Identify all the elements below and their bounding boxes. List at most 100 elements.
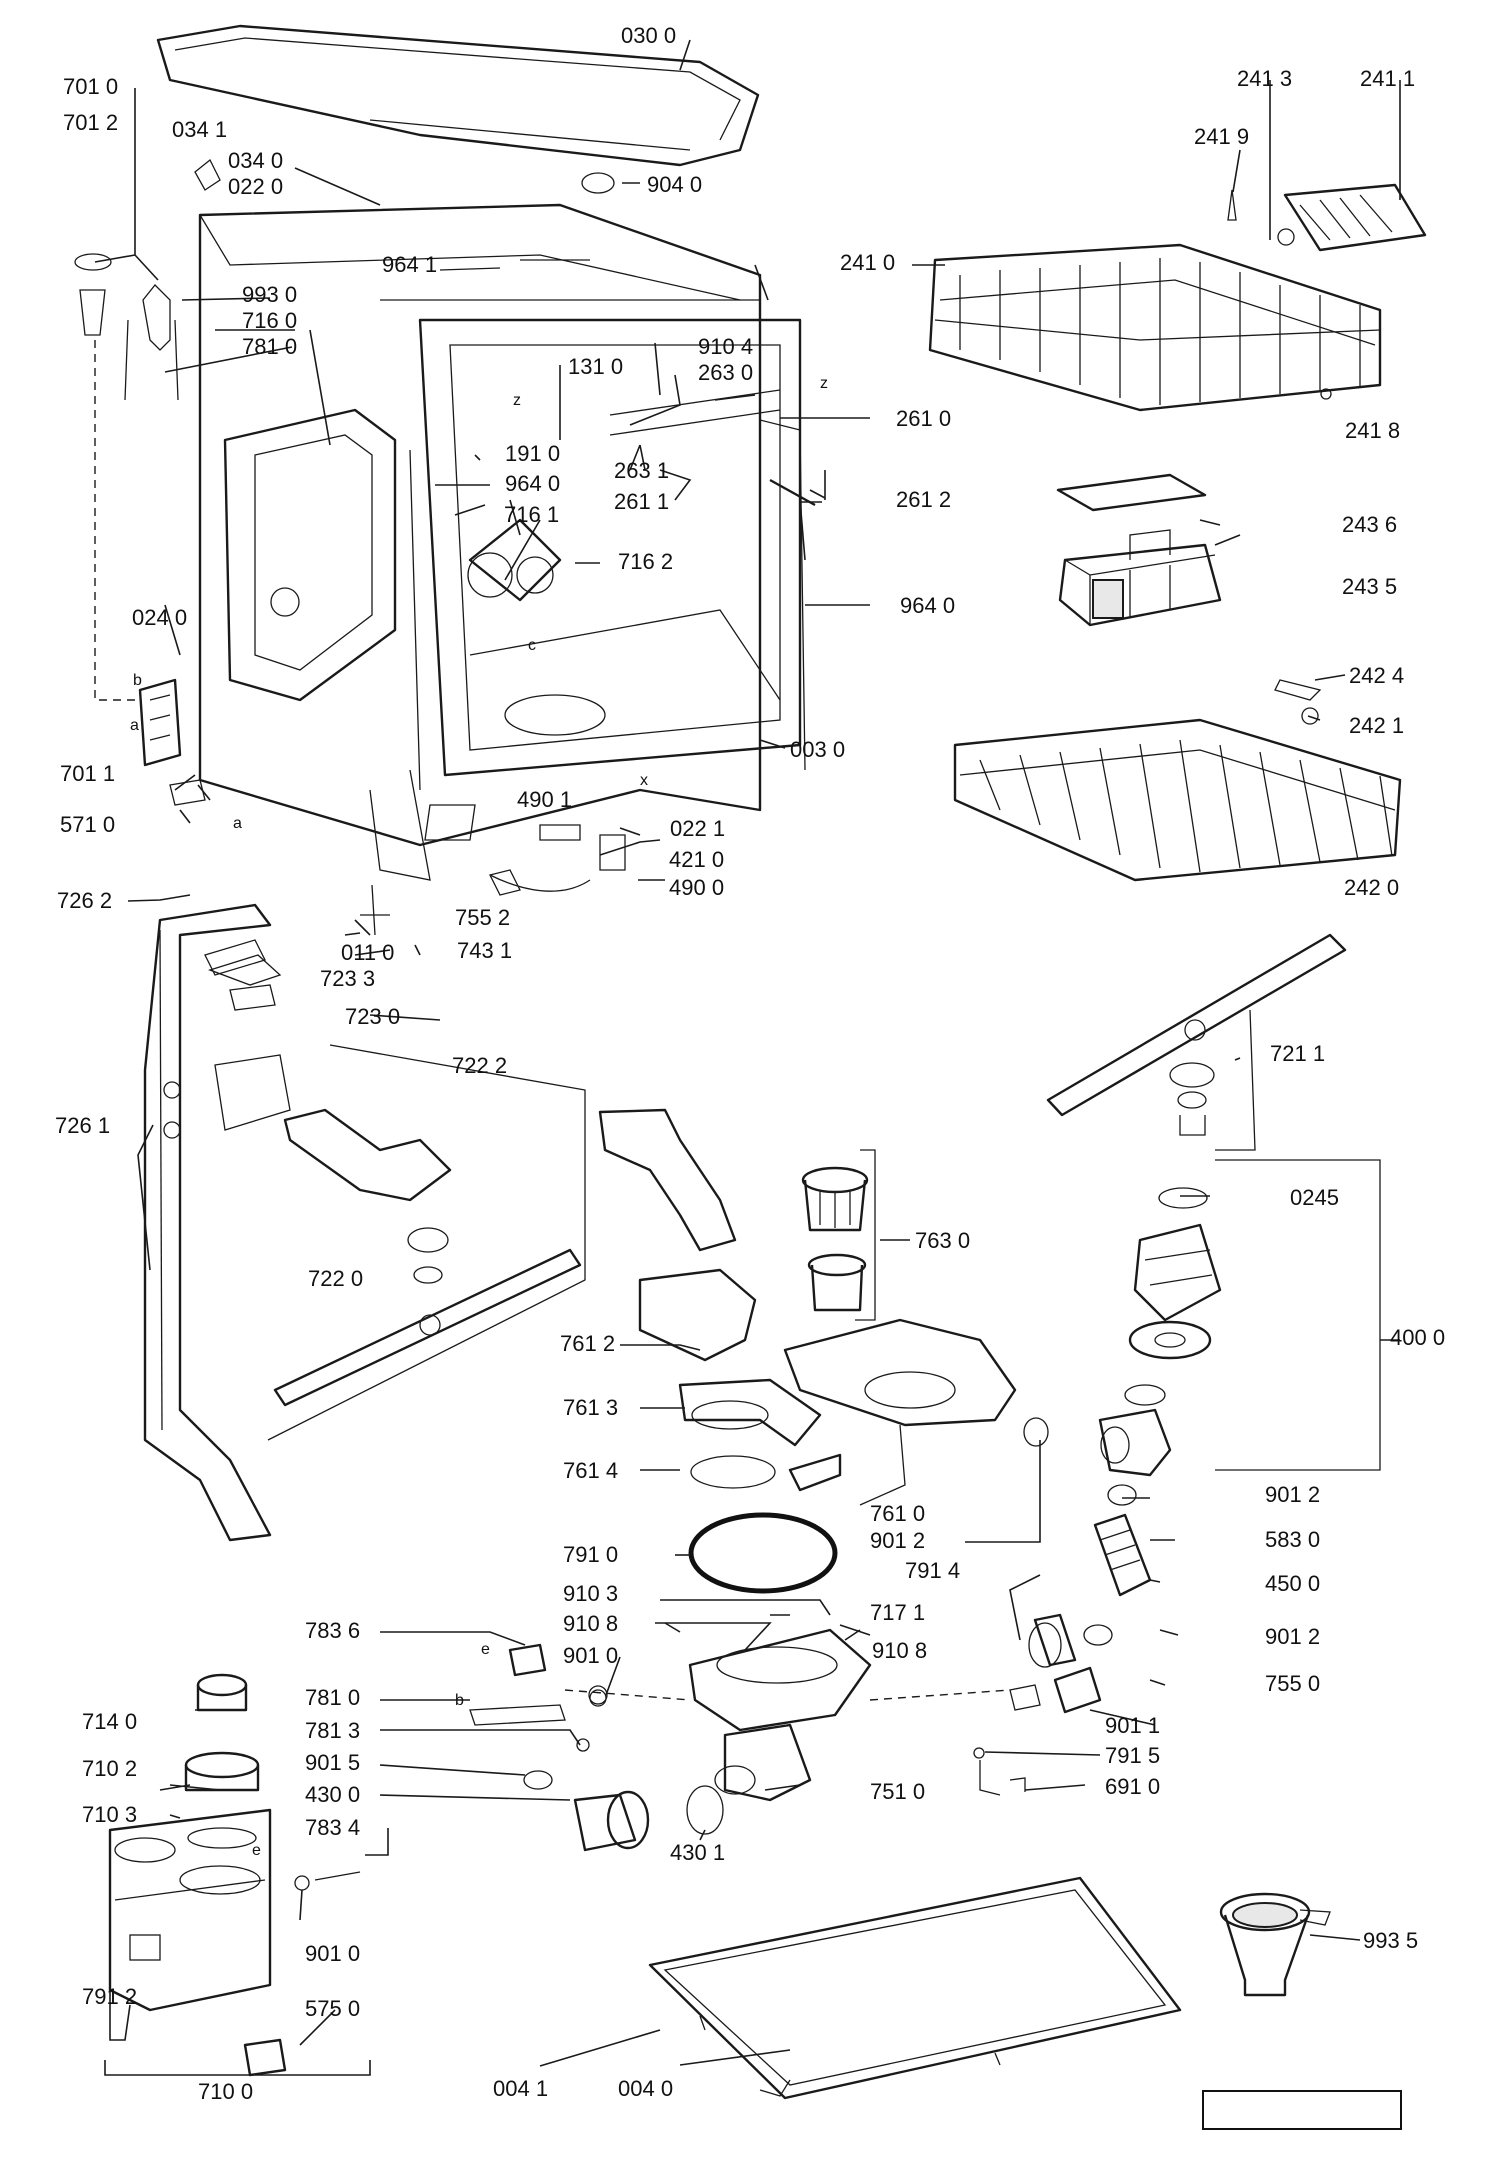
part-label: 571 0 xyxy=(60,812,116,837)
leader-lines xyxy=(94,39,1401,2076)
part-label: 761 3 xyxy=(563,1395,619,1420)
part-label: 763 0 xyxy=(915,1228,971,1253)
part-label: 723 0 xyxy=(345,1004,401,1029)
part-code-box xyxy=(1202,2090,1402,2130)
top-lid xyxy=(156,24,760,167)
part-label: 791 2 xyxy=(82,1984,138,2009)
part-label: 722 0 xyxy=(308,1266,364,1291)
part-label: 241 1 xyxy=(1360,66,1416,91)
part-label: 030 0 xyxy=(621,23,677,48)
part-label: 243 6 xyxy=(1342,512,1398,537)
reference-letters: z z c x b a a b e e xyxy=(130,375,828,1859)
part-label: 993 0 xyxy=(242,282,298,307)
part-label: 964 0 xyxy=(505,471,561,496)
part-label: 901 1 xyxy=(1105,1713,1161,1738)
letter-x: x xyxy=(640,772,648,789)
part-label: 781 3 xyxy=(305,1718,361,1743)
part-label: 901 2 xyxy=(1265,1624,1321,1649)
part-label: 430 0 xyxy=(305,1782,361,1807)
part-label: 901 0 xyxy=(305,1941,361,1966)
part-label: 761 4 xyxy=(563,1458,619,1483)
part-label: 034 1 xyxy=(172,117,228,142)
part-label: 910 8 xyxy=(563,1611,619,1636)
part-label: 904 0 xyxy=(647,172,703,197)
part-label: 710 3 xyxy=(82,1802,138,1827)
letter-a-2: a xyxy=(233,815,242,832)
part-label: 716 2 xyxy=(618,549,674,574)
filter-assembly xyxy=(783,1149,1017,1506)
part-label: 261 2 xyxy=(896,487,952,512)
part-label: 721 1 xyxy=(1270,1041,1326,1066)
part-label: 910 3 xyxy=(563,1581,619,1606)
part-label: 575 0 xyxy=(305,1996,361,2021)
part-label: 242 0 xyxy=(1344,875,1400,900)
part-label: 011 0 xyxy=(341,940,395,965)
part-label: 034 0 xyxy=(228,148,284,173)
base-tray xyxy=(648,1876,1182,2100)
salt-funnel xyxy=(1219,1892,1331,1997)
cutlery-basket xyxy=(1056,473,1222,627)
part-label: 421 0 xyxy=(669,847,725,872)
part-label: 191 0 xyxy=(505,441,561,466)
part-label: 261 0 xyxy=(896,406,952,431)
part-label: 241 8 xyxy=(1345,418,1401,443)
part-label: 583 0 xyxy=(1265,1527,1321,1552)
part-label: 003 0 xyxy=(790,737,846,762)
part-label: 723 3 xyxy=(320,966,376,991)
part-label: 783 6 xyxy=(305,1618,361,1643)
part-label: 710 0 xyxy=(198,2079,254,2104)
part-label: 490 0 xyxy=(669,875,725,900)
part-label: 964 1 xyxy=(382,252,438,277)
lower-rack xyxy=(953,679,1402,882)
sump-pan xyxy=(564,1628,1011,1835)
part-label: 901 5 xyxy=(305,1750,361,1775)
part-label: 430 1 xyxy=(670,1840,726,1865)
upper-spray-arm xyxy=(1046,933,1347,1151)
part-label: 726 2 xyxy=(57,888,113,913)
part-label: 450 0 xyxy=(1265,1571,1321,1596)
part-label: 743 1 xyxy=(457,938,513,963)
part-label: 004 0 xyxy=(618,2076,674,2101)
sump-seal-ring xyxy=(688,1512,838,1594)
part-label: 726 1 xyxy=(55,1113,111,1138)
part-label: 701 1 xyxy=(60,761,116,786)
drain-hose-parts xyxy=(973,1417,1152,1796)
letter-a-1: a xyxy=(130,717,139,734)
letter-b-2: b xyxy=(455,1692,464,1709)
part-label: 004 1 xyxy=(493,2076,549,2101)
part-label: 242 1 xyxy=(1349,713,1405,738)
part-label: 964 0 xyxy=(900,593,956,618)
part-label: 783 4 xyxy=(305,1815,361,1840)
left-hinge-parts xyxy=(138,678,206,806)
part-label: 901 2 xyxy=(1265,1482,1321,1507)
part-label: 714 0 xyxy=(82,1709,138,1734)
part-label: 751 0 xyxy=(870,1779,926,1804)
part-label: 901 2 xyxy=(870,1528,926,1553)
part-label: 490 1 xyxy=(517,787,573,812)
part-label: 400 0 xyxy=(1390,1325,1446,1350)
part-label: 241 3 xyxy=(1237,66,1293,91)
part-label: 791 4 xyxy=(905,1558,961,1583)
top-small-parts xyxy=(74,158,615,701)
part-label: 263 0 xyxy=(698,360,754,385)
part-label: 901 0 xyxy=(563,1643,619,1668)
part-label: 022 1 xyxy=(670,816,726,841)
part-label: 755 2 xyxy=(455,905,511,930)
part-label: 993 5 xyxy=(1363,1928,1419,1953)
part-label: 716 1 xyxy=(504,502,560,527)
part-label: 781 0 xyxy=(242,334,298,359)
part-label: 722 2 xyxy=(452,1053,508,1078)
letter-e-2: e xyxy=(252,1842,261,1859)
part-label: 701 0 xyxy=(63,74,119,99)
part-label: 791 0 xyxy=(563,1542,619,1567)
heater-tube xyxy=(598,1108,737,1252)
part-label: 243 5 xyxy=(1342,574,1398,599)
part-label: 261 1 xyxy=(614,489,670,514)
part-label: 242 4 xyxy=(1349,663,1405,688)
water-supply-pipe xyxy=(143,903,282,1542)
sump-cover xyxy=(638,1268,842,1492)
upper-basket xyxy=(928,183,1427,412)
part-label: 755 0 xyxy=(1265,1671,1321,1696)
letter-e-1: e xyxy=(481,1641,490,1658)
